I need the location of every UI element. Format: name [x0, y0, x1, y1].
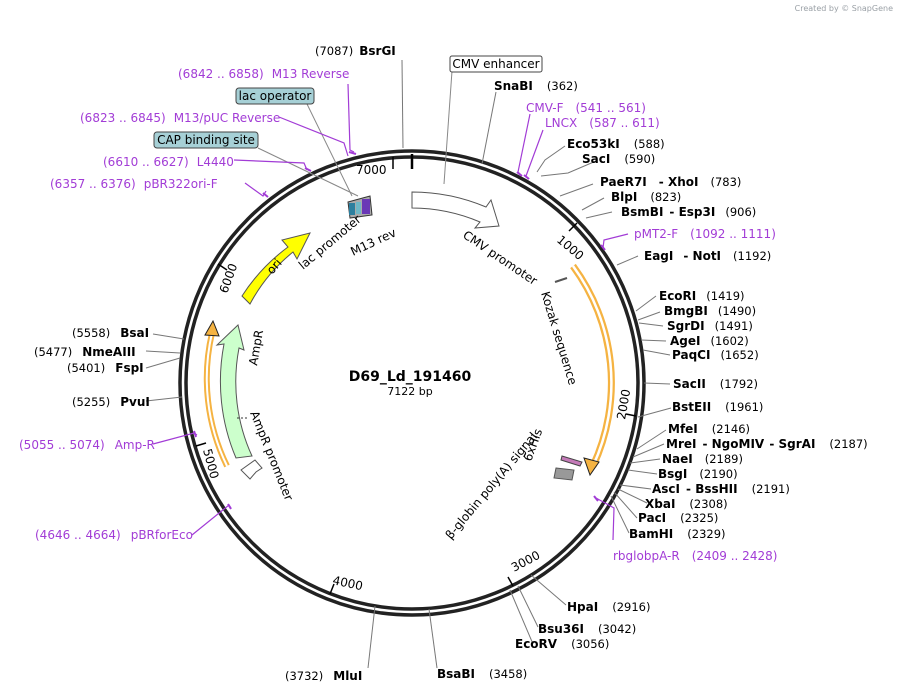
cmv-promoter-label: CMV promoter	[460, 228, 540, 288]
enzyme-MluI: (3732)MluI	[285, 669, 362, 683]
cmv-enhancer-connector	[443, 70, 453, 185]
enzyme-EagI-NotI: EagI- NotI(1192)	[644, 249, 771, 263]
tick-5000	[195, 442, 207, 447]
enzyme-BsrGI: (7087)BsrGI	[315, 44, 396, 58]
enzyme-MreI-NgoMIV-SgrAI: MreI- NgoMIV- SgrAI(2187)	[666, 437, 868, 451]
enzyme-EcoRI: EcoRI(1419)	[659, 289, 745, 303]
lac-operator-connector	[306, 103, 353, 197]
primer-pMT2-F: pMT2-F(1092 .. 1111)	[634, 227, 776, 241]
enzyme-SacII: SacII(1792)	[673, 377, 758, 391]
snapgene-credit: Created by © SnapGene	[795, 4, 893, 13]
enzyme-labels: (7087)BsrGI SnaBI(362) Eco53kI(588) SacI…	[34, 44, 868, 683]
tick-4000	[329, 583, 335, 595]
cap-site-box	[153, 131, 259, 149]
enzyme-Eco53kI: Eco53kI(588)	[567, 137, 665, 151]
primer-LNCX: LNCX(587 .. 611)	[545, 116, 660, 130]
primer-L4440: (6610 .. 6627)L4440	[103, 155, 234, 169]
tick-3000	[507, 576, 514, 587]
ampr-promoter-label: AmpR promoter	[247, 409, 296, 503]
enzyme-BsmBI-Esp3I: BsmBI- Esp3I(906)	[621, 205, 756, 219]
primer-site-marks	[193, 151, 606, 510]
ampr-label: AmpR	[246, 329, 266, 367]
enzyme-AscI-BssHII: AscI- BssHII(2191)	[652, 482, 790, 496]
enzyme-NaeI: NaeI(2189)	[662, 452, 743, 466]
enzyme-AgeI: AgeI(1602)	[670, 334, 749, 348]
enzyme-BsaI: (5558)BsaI	[72, 326, 149, 340]
cap-site-connector	[257, 147, 359, 197]
polya-box	[553, 467, 575, 481]
tick-label-2000: 2000	[614, 388, 633, 421]
ampr-orange-inner	[205, 332, 228, 467]
polya-label: β-globin poly(A) signal	[443, 430, 540, 542]
cmv-promoter-arrow	[411, 191, 500, 229]
m13-rev-label: M13 rev	[348, 225, 398, 258]
cmv-enhancer-label: CMV enhancer	[452, 57, 539, 71]
his-tag-mark	[560, 455, 583, 467]
enzyme-SgrDI: SgrDI(1491)	[667, 319, 753, 333]
ampr-orange-head	[204, 319, 220, 337]
ruler-ticks	[195, 154, 637, 595]
enzyme-connectors	[145, 59, 672, 669]
lac-promoter-label: lac promoter	[296, 212, 364, 272]
enzyme-PvuI: (5255)PvuI	[72, 395, 150, 409]
enzyme-BstEII: BstEII(1961)	[672, 400, 763, 414]
enzyme-NmeAIII: (5477)NmeAIII	[34, 345, 136, 359]
cmv-enhancer-box	[449, 55, 543, 73]
primer-M13-pUC-Reverse: (6823 .. 6845)M13/pUC Reverse	[80, 111, 280, 125]
cap-site-mark	[356, 202, 361, 214]
kozak-label: Kozak sequence	[538, 290, 580, 387]
tick-label-1000: 1000	[554, 233, 586, 263]
enzyme-SacI: SacI(590)	[582, 152, 655, 166]
enzyme-FspI: (5401)FspI	[67, 361, 144, 375]
enzyme-BmgBI: BmgBI(1490)	[664, 304, 756, 318]
enzyme-MfeI: MfeI(2146)	[668, 422, 750, 436]
cds-arrowhead	[583, 457, 600, 477]
lac-operator-label: lac operator	[239, 89, 312, 103]
enzyme-XbaI: XbaI(2308)	[645, 497, 728, 511]
tick-6000	[217, 263, 228, 271]
cds-orange-inner	[571, 265, 613, 467]
tick-label-4000: 4000	[331, 573, 364, 593]
enzyme-SnaBI: SnaBI(362)	[494, 79, 578, 93]
enzyme-BsaBI: BsaBI(3458)	[437, 667, 527, 681]
enzyme-BlpI: BlpI(823)	[611, 190, 681, 204]
ori-arrow	[241, 232, 311, 305]
primer-rbglobpA-R: rbglobpA-R(2409 .. 2428)	[613, 549, 777, 563]
tick-label-7000: 7000	[356, 163, 387, 177]
primer-CMV-F: CMV-F(541 .. 561)	[526, 101, 646, 115]
enzyme-Bsu36I: Bsu36I(3042)	[538, 622, 636, 636]
enzyme-PaqCI: PaqCI(1652)	[672, 348, 759, 362]
tick-2000	[625, 413, 637, 417]
enzyme-BsgI: BsgI(2190)	[658, 467, 738, 481]
primer-labels: (6842 .. 6858)M13 Reverse (6823 .. 6845)…	[19, 67, 777, 563]
primer-M13-Reverse: (6842 .. 6858)M13 Reverse	[178, 67, 349, 81]
enzyme-PacI: PacI(2325)	[638, 511, 718, 525]
tick-1000	[568, 222, 578, 232]
cap-site-label: CAP binding site	[157, 133, 255, 147]
primer-pBRforEco: (4646 .. 4664)pBRforEco	[35, 528, 193, 542]
lac-operator-box	[235, 87, 315, 105]
plasmid-name: D69_Ld_191460	[349, 369, 472, 385]
primer-Amp-R: (5055 .. 5074)Amp-R	[19, 438, 155, 452]
ampr-promoter-arrow	[240, 459, 263, 480]
ampr-arrow	[215, 324, 253, 459]
lac-operator-mark	[349, 203, 355, 215]
enzyme-HpaI: HpaI(2916)	[567, 600, 650, 614]
plasmid-size: 7122 bp	[387, 385, 432, 398]
enzyme-EcoRV: EcoRV(3056)	[515, 637, 609, 651]
kozak-mark	[554, 277, 568, 283]
primer-pBR322ori-F: (6357 .. 6376)pBR322ori-F	[50, 177, 218, 191]
enzyme-BamHI: BamHI(2329)	[629, 527, 726, 541]
m13-rev-mark	[362, 199, 370, 214]
enzyme-PaeR7I-XhoI: PaeR7I- XhoI(783)	[600, 175, 741, 189]
